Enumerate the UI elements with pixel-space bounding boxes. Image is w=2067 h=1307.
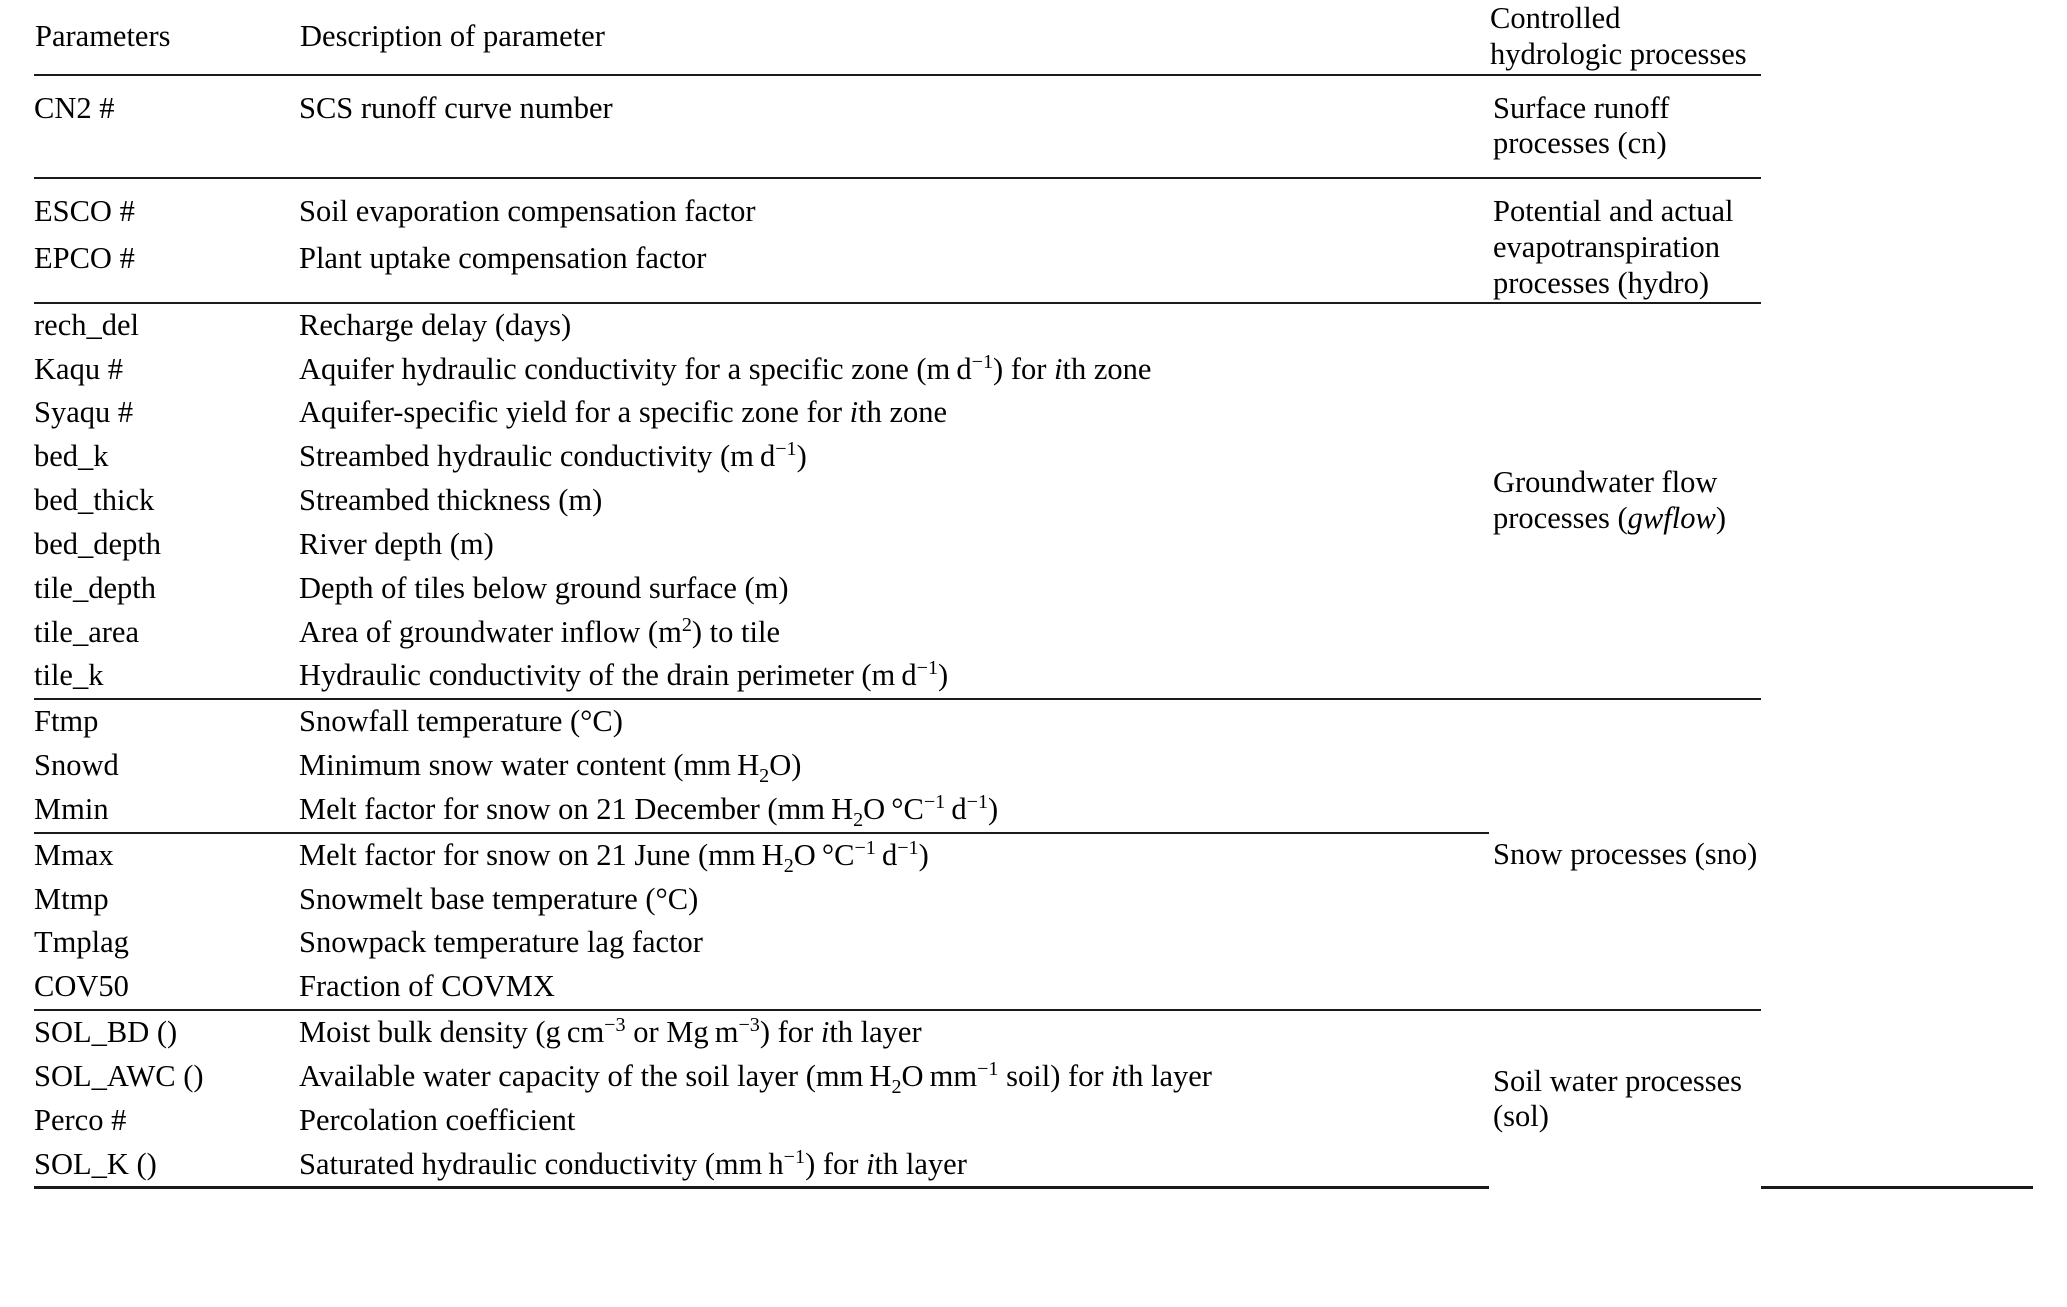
description-cell: Aquifer-specific yield for a specific zo… bbox=[299, 395, 948, 430]
table-row: Syaqu # Aquifer-specific yield for a spe… bbox=[34, 391, 2033, 435]
description-cell: Depth of tiles below ground surface (m) bbox=[299, 570, 789, 605]
parameter-cell: rech_del bbox=[34, 301, 299, 348]
description-cell: Aquifer hydraulic conductivity for a spe… bbox=[299, 350, 1152, 386]
description-cell: Percolation coefficient bbox=[299, 1102, 576, 1137]
description-cell: SCS runoff curve number bbox=[299, 73, 1489, 179]
header-row: Parameters Description of parameter Cont… bbox=[34, 0, 2033, 75]
table-row: Tmplag Snowpack temperature lag factor bbox=[34, 921, 2033, 965]
table-row: Ftmp Snowfall temperature (°C) Snow proc… bbox=[34, 698, 2033, 1011]
description-cell: Melt factor for snow on 21 December (mm … bbox=[299, 790, 999, 831]
description-cell: Moist bulk density (g cm−3 or Mg m−3) fo… bbox=[299, 1009, 1489, 1055]
parameter-cell: Ftmp bbox=[34, 698, 299, 745]
table-header: Parameters Description of parameter Cont… bbox=[34, 0, 2033, 75]
table-row: rech_del Recharge delay (days) Groundwat… bbox=[34, 301, 2033, 700]
description-cell: Hydraulic conductivity of the drain peri… bbox=[299, 657, 949, 693]
parameter-cell: Mtmp bbox=[34, 881, 109, 916]
parameter-cell: Perco # bbox=[34, 1102, 127, 1137]
table-row: tile_k Hydraulic conductivity of the dra… bbox=[34, 654, 2033, 699]
table-row: ESCO # Soil evaporation compensation fac… bbox=[34, 177, 2033, 303]
parameter-cell: bed_k bbox=[34, 439, 109, 474]
parameter-cell: bed_thick bbox=[34, 483, 155, 518]
parameter-cell: bed_depth bbox=[34, 526, 162, 561]
table-row: bed_thick Streambed thickness (m) bbox=[34, 479, 2033, 523]
process-cell: Potential and actual evapotranspiration … bbox=[1489, 177, 1761, 303]
process-cell: Soil water processes (sol) bbox=[1489, 1009, 1761, 1188]
parameter-cell: EPCO # bbox=[34, 240, 135, 275]
description-cell: Minimum snow water content (mm H2O) bbox=[299, 748, 802, 788]
parameter-cell: COV50 bbox=[34, 969, 129, 1004]
table-body: CN2 # SCS runoff curve number Surface ru… bbox=[34, 73, 2033, 1190]
description-cell: Soil evaporation compensation factor bbox=[299, 177, 1489, 241]
process-cell-spacer bbox=[1761, 1142, 2033, 1190]
parameter-cell: Kaqu # bbox=[34, 351, 123, 386]
parameter-cell: SOL_BD () bbox=[34, 1009, 299, 1055]
parameter-cell: Syaqu # bbox=[34, 395, 134, 430]
description-cell: Recharge delay (days) bbox=[299, 301, 1489, 348]
parameter-cell: tile_area bbox=[34, 614, 139, 649]
description-cell: Available water capacity of the soil lay… bbox=[299, 1057, 1212, 1098]
column-header-parameters: Parameters bbox=[35, 18, 171, 53]
parameters-table: Parameters Description of parameter Cont… bbox=[34, 0, 2033, 1190]
description-cell: Melt factor for snow on 21 June (mm H2O … bbox=[299, 831, 1489, 878]
table-row: CN2 # SCS runoff curve number Surface ru… bbox=[34, 73, 2033, 179]
process-cell: Snow processes (sno) bbox=[1489, 698, 1761, 1011]
parameter-cell: tile_k bbox=[34, 658, 104, 693]
description-cell: Streambed thickness (m) bbox=[299, 483, 603, 518]
table-row: Mmax Melt factor for snow on 21 June (mm… bbox=[34, 831, 2033, 878]
parameter-cell: Mmin bbox=[34, 791, 109, 826]
column-header-description: Description of parameter bbox=[300, 18, 605, 53]
process-code: gwflow bbox=[1627, 501, 1716, 536]
table-row: Kaqu # Aquifer hydraulic conductivity fo… bbox=[34, 348, 2033, 392]
parameter-cell: Snowd bbox=[34, 748, 119, 783]
table-row: SOL_BD () Moist bulk density (g cm−3 or … bbox=[34, 1009, 2033, 1188]
parameter-cell: Tmplag bbox=[34, 925, 129, 960]
parameter-cell: SOL_K () bbox=[34, 1142, 299, 1190]
parameter-cell: CN2 # bbox=[34, 73, 299, 179]
table-row: COV50 Fraction of COVMX bbox=[34, 965, 2033, 1010]
description-cell: Streambed hydraulic conductivity (m d−1) bbox=[299, 438, 807, 474]
description-cell: River depth (m) bbox=[299, 526, 494, 561]
table-row: bed_depth River depth (m) bbox=[34, 523, 2033, 567]
description-cell: Fraction of COVMX bbox=[299, 969, 555, 1004]
table-row: SOL_K () Saturated hydraulic conductivit… bbox=[34, 1142, 2033, 1190]
process-cell: Surface runoff processes (cn) bbox=[1489, 73, 1761, 179]
parameter-cell: SOL_AWC () bbox=[34, 1058, 204, 1093]
table-row: Perco # Percolation coefficient bbox=[34, 1099, 2033, 1143]
table-row: SOL_AWC () Available water capacity of t… bbox=[34, 1055, 2033, 1099]
process-line: Potential and actual bbox=[1493, 194, 1734, 229]
column-header-processes: Controlled hydrologic processes bbox=[1490, 1, 1747, 71]
table-row: tile_area Area of groundwater inflow (m2… bbox=[34, 611, 2033, 655]
table-row: Mmin Melt factor for snow on 21 December… bbox=[34, 788, 2033, 833]
description-cell: Snowfall temperature (°C) bbox=[299, 698, 1489, 745]
parameter-cell: Mmax bbox=[34, 831, 299, 878]
process-cell: Groundwater flow processes (gwflow) bbox=[1489, 301, 1761, 700]
description-cell: Snowmelt base temperature (°C) bbox=[299, 881, 699, 916]
description-cell: Snowpack temperature lag factor bbox=[299, 925, 703, 960]
description-cell: Plant uptake compensation factor bbox=[299, 240, 707, 275]
table-row: tile_depth Depth of tiles below ground s… bbox=[34, 567, 2033, 611]
description-cell: Saturated hydraulic conductivity (mm h−1… bbox=[299, 1142, 1489, 1190]
parameter-cell: ESCO # bbox=[34, 177, 299, 241]
process-line: evapotranspiration processes (hydro) bbox=[1493, 230, 1720, 300]
table-row: EPCO # Plant uptake compensation factor bbox=[34, 241, 2033, 303]
table-row: Snowd Minimum snow water content (mm H2O… bbox=[34, 744, 2033, 788]
table-row: Mtmp Snowmelt base temperature (°C) bbox=[34, 878, 2033, 922]
table-row: bed_k Streambed hydraulic conductivity (… bbox=[34, 435, 2033, 479]
parameter-cell: tile_depth bbox=[34, 570, 156, 605]
description-cell: Area of groundwater inflow (m2) to tile bbox=[299, 613, 780, 649]
